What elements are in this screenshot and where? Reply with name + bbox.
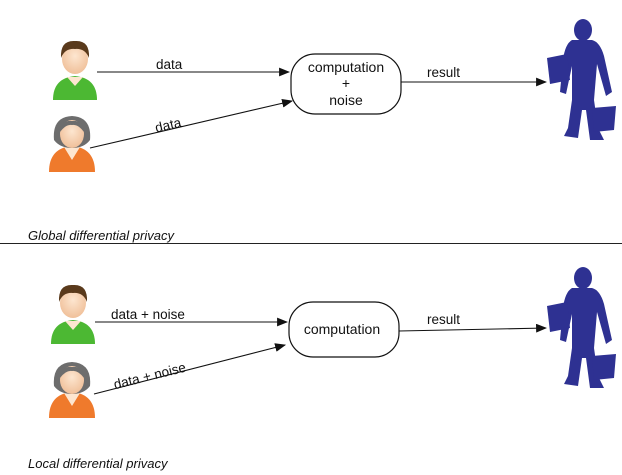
local-caption: Local differential privacy [28,456,168,471]
global-caption: Global differential privacy [28,228,174,243]
male-user-icon [51,284,95,344]
global-dp-diagram: data data computation + noise result Glo… [28,19,616,243]
result-label: result [427,65,460,80]
businessman-icon [547,267,616,388]
local-dp-diagram: data + noise data + noise computation re… [0,248,622,475]
female-user-icon [49,362,95,418]
edge-top-label: data + noise [111,307,185,322]
edge-bottom-label: data + noise [112,360,187,392]
male-user-icon [53,40,97,100]
process-label-line1: computation [304,321,380,337]
process-node [290,53,402,115]
data-edge-bottom [93,343,287,395]
female-user-icon [49,116,95,172]
businessman-icon [547,19,616,140]
process-label-line1: computation [308,59,384,75]
result-edge [398,323,548,333]
global-dp-svg: data data computation + noise result [49,19,616,172]
process-label-line2: + [342,75,350,91]
edge-top-label: data [156,57,183,72]
edge-bottom-label: data [154,115,183,136]
result-label: result [427,312,460,327]
section-divider [0,243,622,244]
data-edge-bottom [89,98,294,149]
process-node [288,301,400,358]
process-label-line3: noise [329,92,363,108]
local-dp-svg: data + noise data + noise computation re… [49,267,616,418]
